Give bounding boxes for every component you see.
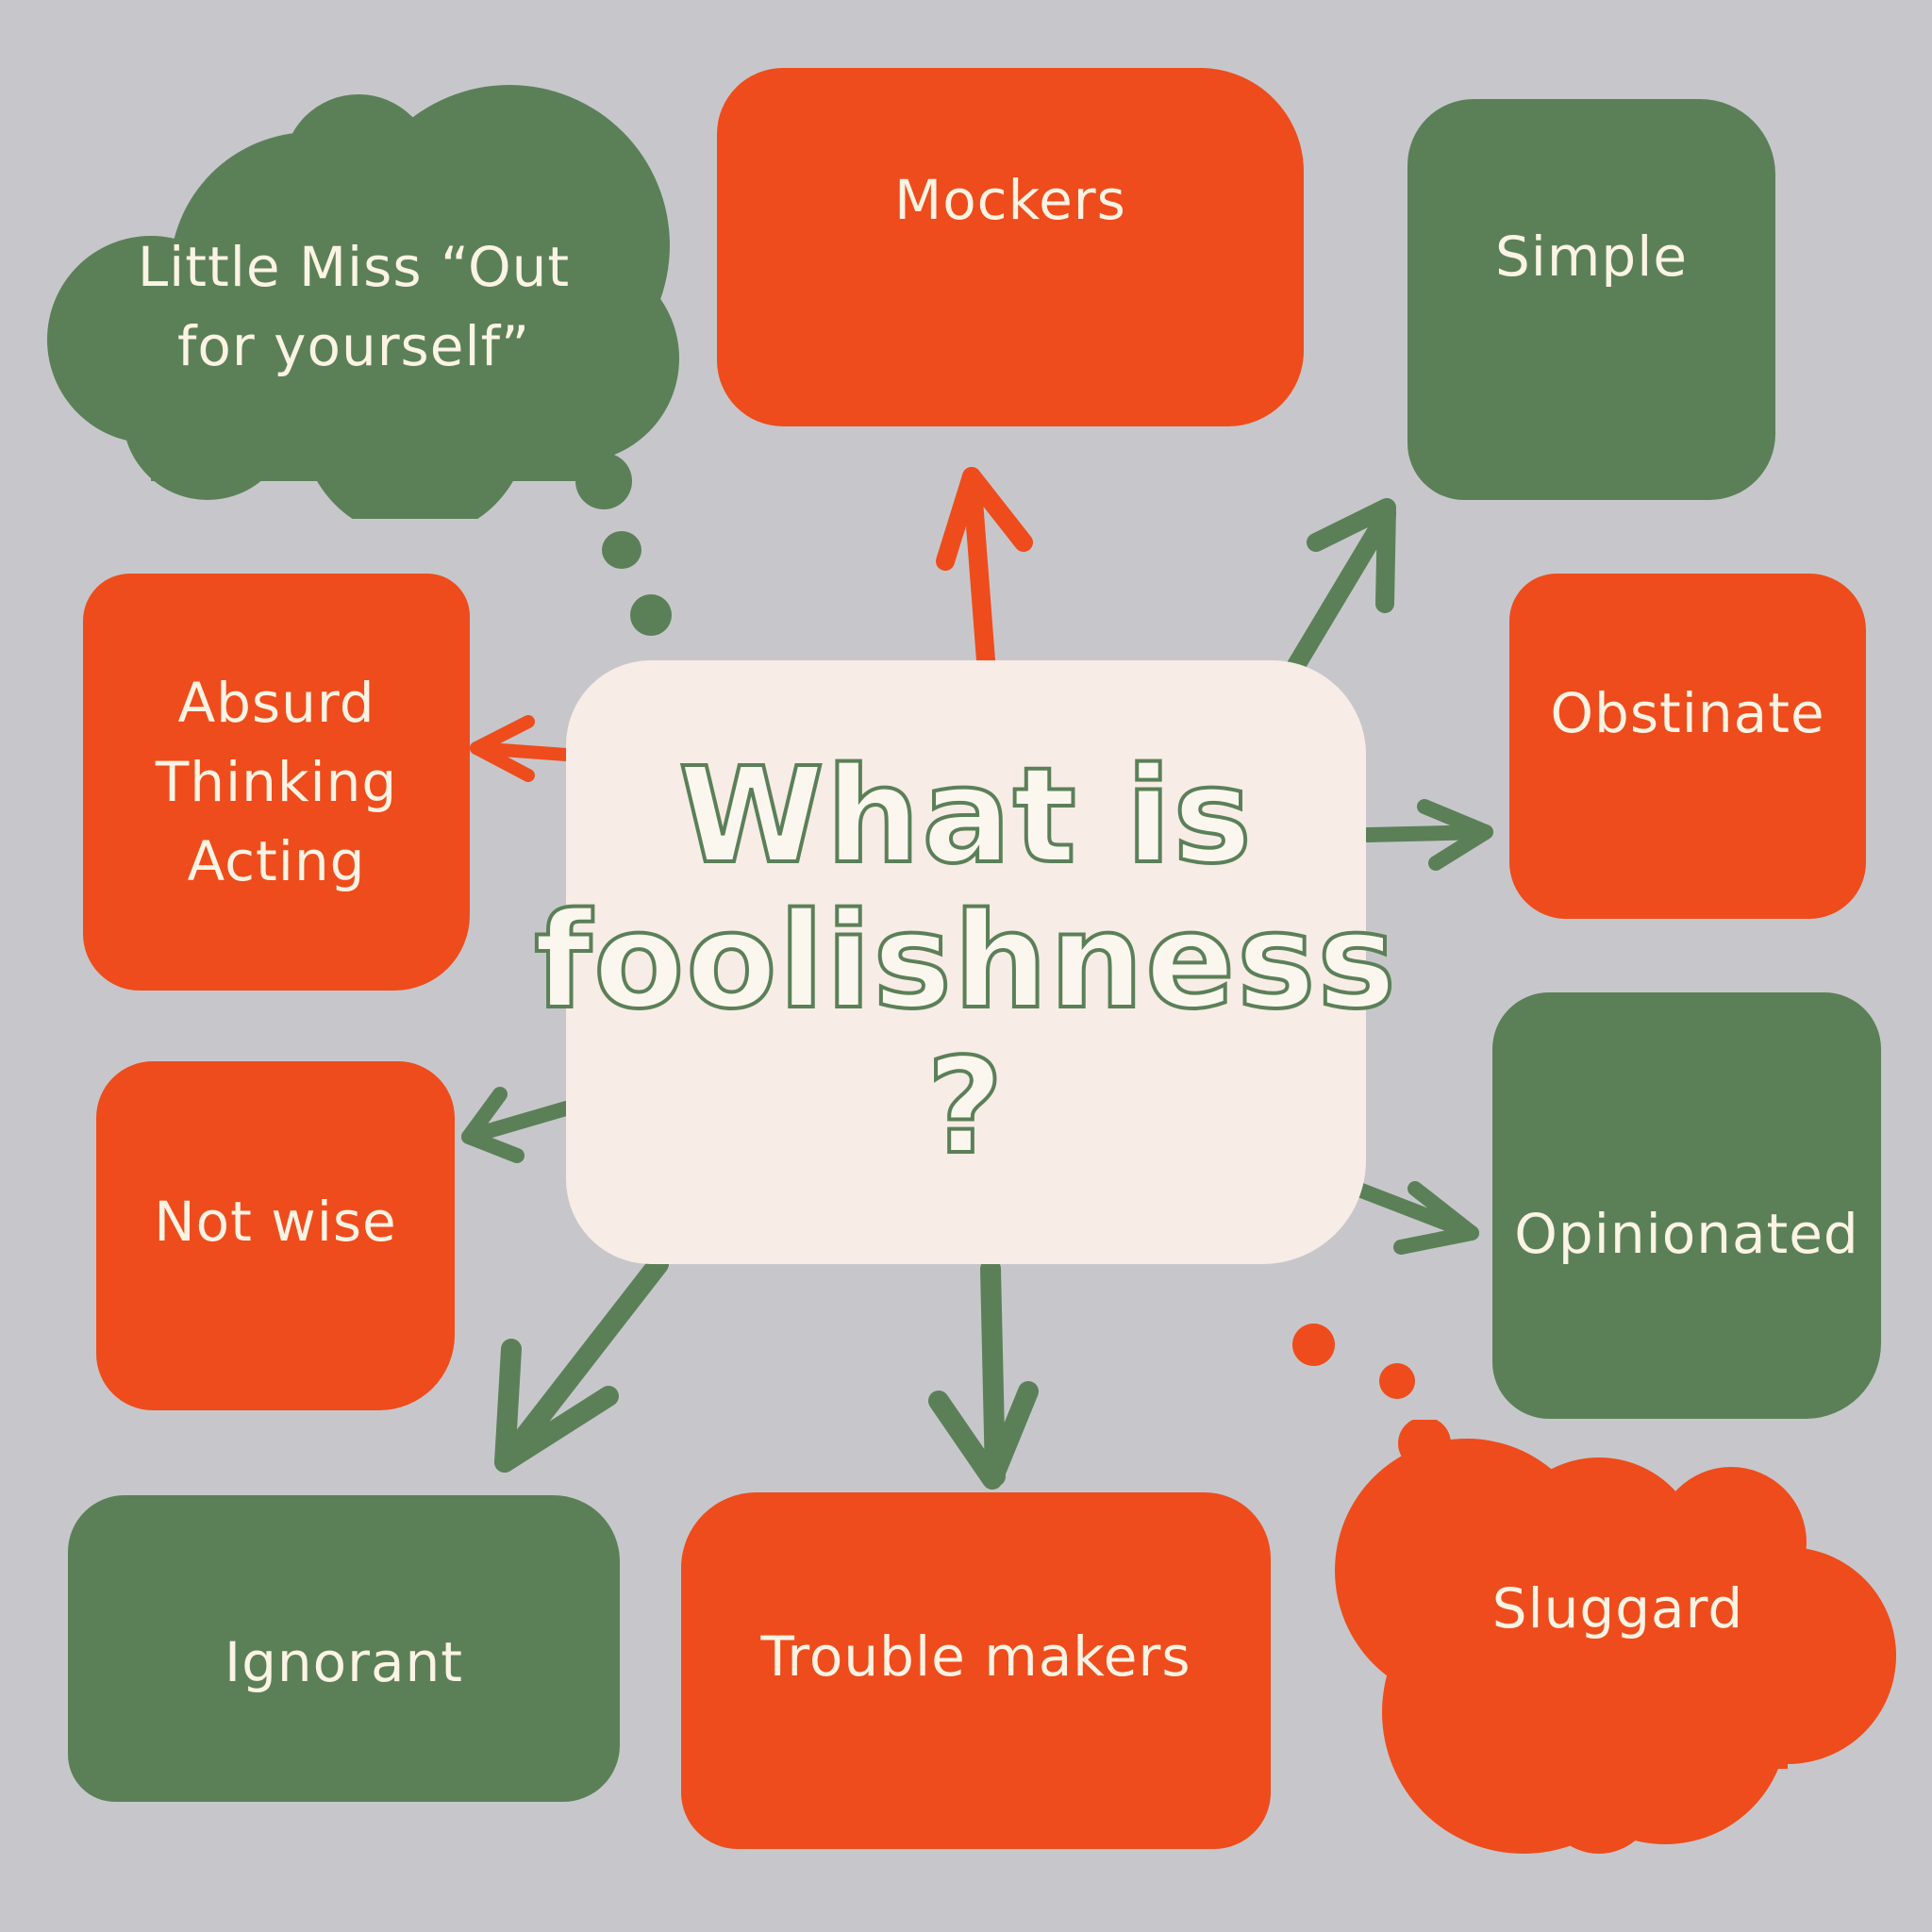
node-simple: Simple [1407,99,1775,500]
arrow-to-opinionated [1337,1176,1479,1255]
thought-dot [1292,1324,1335,1366]
node-label: Mockers [894,167,1126,232]
thought-cloud-icon [47,85,679,519]
node-little-miss: Little Miss “Out for yourself” [38,85,689,519]
thought-cloud-icon [1335,1420,1896,1854]
node-label: Little Miss “Out for yourself” [137,234,571,378]
node-label: Sluggard [1491,1575,1744,1641]
center-question-box: What is foolishness ? [532,660,1398,1264]
node-label: Ignorant [224,1630,464,1695]
arrow-to-ignorant [494,1254,669,1473]
center-title: What is foolishness ? [532,740,1398,1184]
thought-dot [630,594,672,636]
thought-dot [602,531,641,569]
node-opinionated: Opinionated [1492,992,1881,1419]
node-label: Opinionated [1514,1201,1859,1266]
thought-dot [1379,1363,1415,1399]
arrow-to-simple [1283,498,1396,681]
arrow-to-mockers [936,467,1033,670]
node-not-wise: Not wise [96,1061,455,1410]
node-label: Obstinate [1550,680,1825,745]
arrow-to-obstinate [1360,799,1493,871]
node-label: Trouble makers [760,1624,1191,1689]
arrow-to-absurd [470,715,573,782]
node-obstinate: Obstinate [1509,574,1866,919]
node-ignorant: Ignorant [68,1495,620,1802]
arrow-to-not-wise [461,1087,574,1163]
node-label: Simple [1494,225,1689,290]
node-label: Not wise [154,1189,397,1254]
node-absurd: Absurd Thinking Acting [83,574,470,991]
node-mockers: Mockers [717,68,1304,426]
node-sluggard: Sluggard [1316,1420,1901,1854]
node-trouble-makers: Trouble makers [681,1492,1271,1849]
node-label: Absurd Thinking Acting [155,670,398,894]
arrow-to-trouble-makers [928,1258,1039,1490]
